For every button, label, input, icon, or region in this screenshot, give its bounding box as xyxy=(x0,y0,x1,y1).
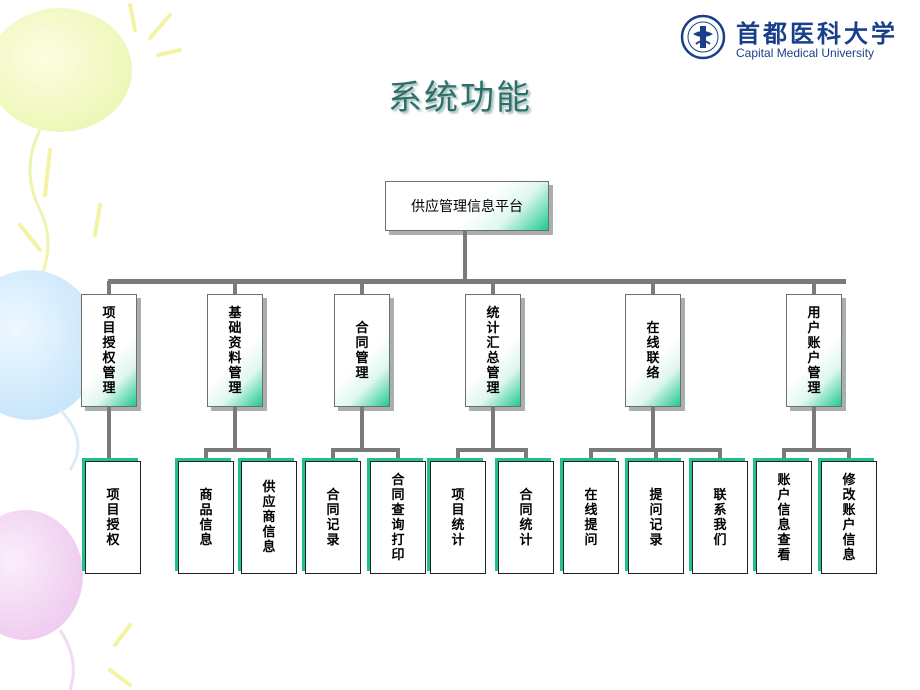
connector-line xyxy=(360,407,364,448)
connector-line xyxy=(654,448,658,461)
connector-line xyxy=(847,448,851,461)
connector-line xyxy=(233,281,237,296)
connector-line xyxy=(812,281,816,296)
leaf-node-label: 项目统计 xyxy=(451,487,465,548)
yellow-balloon xyxy=(0,8,132,301)
category-node: 项目授权管理 xyxy=(81,294,137,407)
category-node-label: 基础资料管理 xyxy=(228,305,242,396)
category-node-label: 合同管理 xyxy=(355,320,369,381)
university-name-english: Capital Medical University xyxy=(736,46,875,60)
leaf-node: 在线提问 xyxy=(563,461,619,574)
connector-line xyxy=(782,448,786,461)
connector-line xyxy=(267,448,271,461)
leaf-node: 项目统计 xyxy=(430,461,486,574)
connector-line xyxy=(331,448,335,461)
connector-line xyxy=(651,281,655,296)
leaf-node: 合同统计 xyxy=(498,461,554,574)
leaf-node: 项目授权 xyxy=(85,461,141,574)
leaf-node: 提问记录 xyxy=(628,461,684,574)
connector-line xyxy=(204,448,269,452)
blue-balloon xyxy=(0,270,100,471)
university-logo: 首都医科大学 Capital Medical University xyxy=(680,14,900,64)
leaf-node-label: 联系我们 xyxy=(713,487,727,548)
leaf-node: 商品信息 xyxy=(178,461,234,574)
leaf-node-label: 供应商信息 xyxy=(262,480,276,555)
category-node-label: 用户账户管理 xyxy=(807,305,821,396)
connector-line xyxy=(812,407,816,448)
leaf-node-label: 在线提问 xyxy=(584,487,598,548)
category-node-label: 项目授权管理 xyxy=(102,305,116,396)
leaf-node: 合同记录 xyxy=(305,461,361,574)
leaf-node-label: 合同记录 xyxy=(326,487,340,548)
category-node: 用户账户管理 xyxy=(786,294,842,407)
leaf-node: 修改账户信息 xyxy=(821,461,877,574)
connector-line xyxy=(233,407,237,448)
category-node: 合同管理 xyxy=(334,294,390,407)
connector-line xyxy=(396,448,400,461)
connector-line xyxy=(491,407,495,448)
category-node: 基础资料管理 xyxy=(207,294,263,407)
root-node-label: 供应管理信息平台 xyxy=(411,199,523,215)
connector-line xyxy=(651,407,655,448)
connector-line xyxy=(491,281,495,296)
connector-line xyxy=(107,281,111,296)
leaf-node-label: 项目授权 xyxy=(106,487,120,548)
leaf-node-label: 修改账户信息 xyxy=(842,472,856,563)
category-node-label: 在线联络 xyxy=(646,320,660,381)
connector-line xyxy=(718,448,722,461)
university-seal-icon xyxy=(680,14,726,60)
connector-line xyxy=(456,448,460,461)
connector-line xyxy=(463,231,467,281)
connector-line xyxy=(107,407,111,461)
leaf-node-label: 提问记录 xyxy=(649,487,663,548)
category-node-label: 统计汇总管理 xyxy=(486,305,500,396)
leaf-node-label: 商品信息 xyxy=(199,487,213,548)
connector-line xyxy=(589,448,593,461)
connector-line xyxy=(331,448,398,452)
leaf-node-label: 合同统计 xyxy=(519,487,533,548)
root-node: 供应管理信息平台 xyxy=(385,181,549,231)
connector-line xyxy=(360,281,364,296)
leaf-node: 供应商信息 xyxy=(241,461,297,574)
connector-line xyxy=(108,279,846,284)
leaf-node-label: 合同查询打印 xyxy=(391,472,405,563)
connector-line xyxy=(204,448,208,461)
pink-balloon xyxy=(0,510,83,690)
category-node: 统计汇总管理 xyxy=(465,294,521,407)
leaf-node-label: 账户信息查看 xyxy=(777,472,791,563)
leaf-node: 账户信息查看 xyxy=(756,461,812,574)
slide-title: 系统功能 xyxy=(388,78,532,118)
university-name-chinese: 首都医科大学 xyxy=(736,19,898,48)
connector-line xyxy=(782,448,849,452)
connector-line xyxy=(524,448,528,461)
leaf-node: 合同查询打印 xyxy=(370,461,426,574)
yellow-spark-lines xyxy=(18,3,182,687)
category-node: 在线联络 xyxy=(625,294,681,407)
connector-line xyxy=(456,448,526,452)
leaf-node: 联系我们 xyxy=(692,461,748,574)
